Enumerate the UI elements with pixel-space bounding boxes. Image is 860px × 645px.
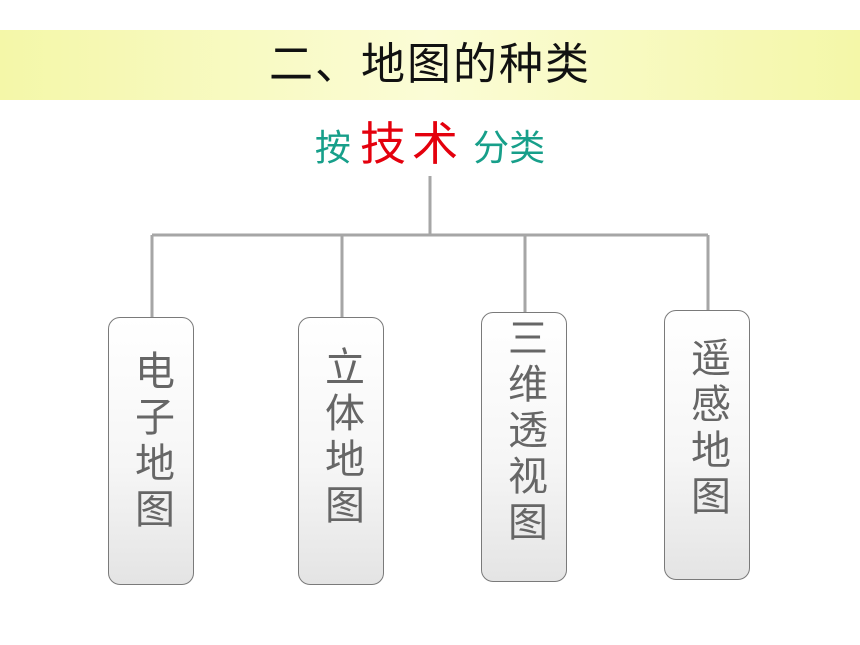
category-label: 遥感地图: [684, 337, 730, 521]
title-band: [0, 30, 860, 100]
category-label: 三维透视图: [501, 317, 547, 547]
heading-prefix: 按: [314, 128, 351, 169]
category-box-relief-map: 立体地图: [298, 317, 384, 585]
category-box-remote-sensing-map: 遥感地图: [664, 310, 750, 580]
heading-emphasis: 技术: [360, 117, 464, 171]
category-label: 立体地图: [318, 346, 364, 530]
category-box-3d-perspective-map: 三维透视图: [481, 312, 567, 582]
category-box-electronic-map: 电子地图: [108, 317, 194, 585]
page-title: 二、地图的种类: [269, 39, 591, 90]
category-label: 电子地图: [128, 350, 174, 534]
classification-heading: 按 技术 分类: [0, 112, 860, 187]
heading-suffix: 分类: [473, 128, 546, 169]
